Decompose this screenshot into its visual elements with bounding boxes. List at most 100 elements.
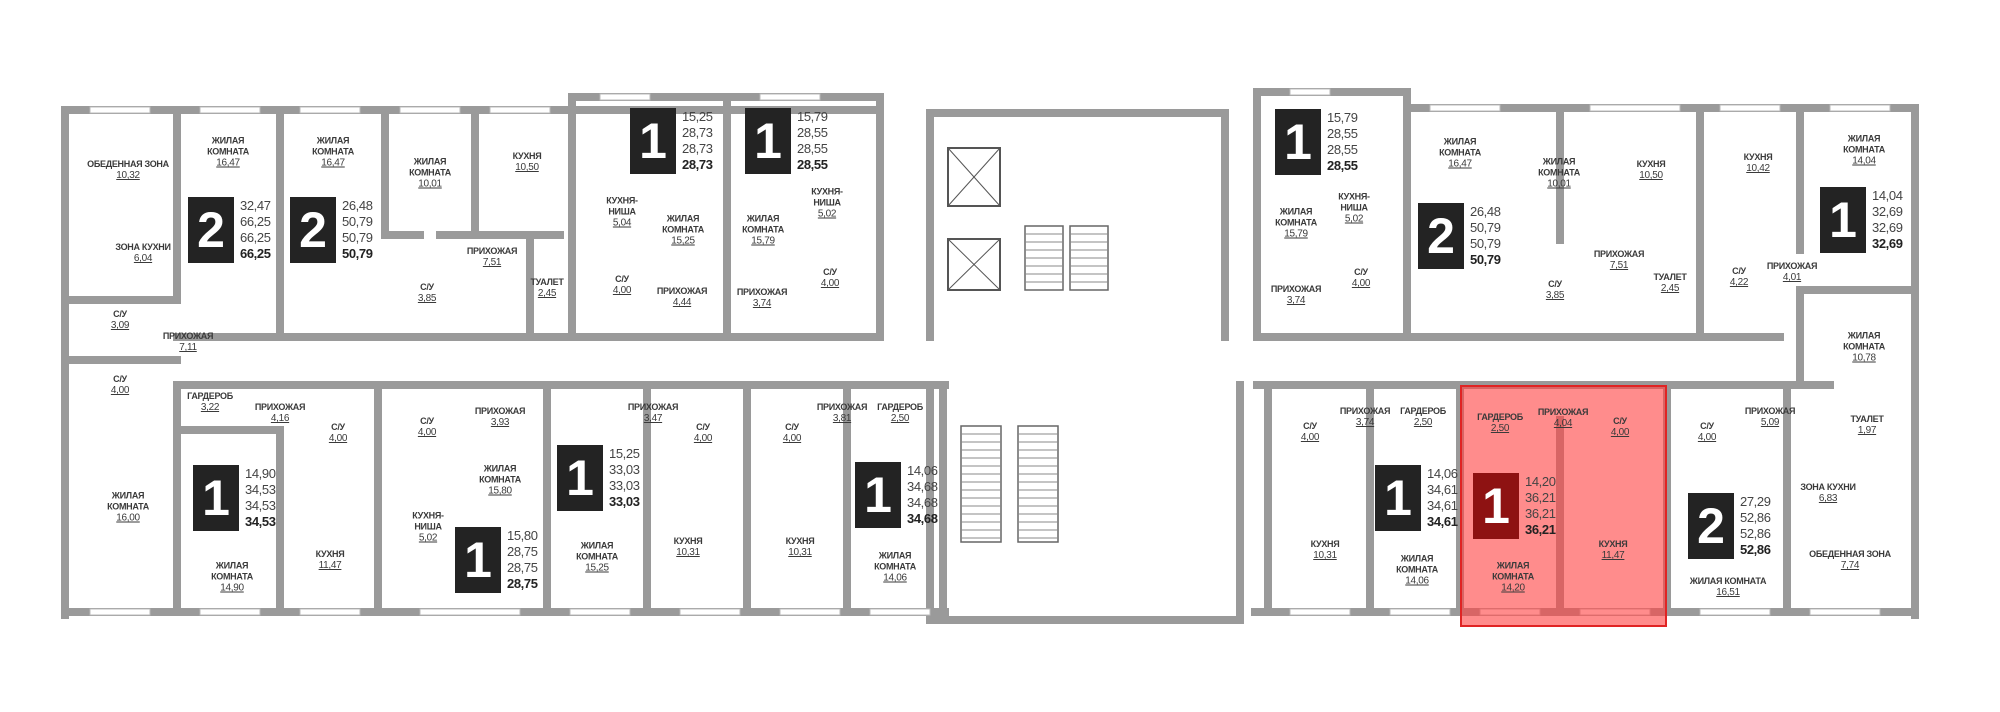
room-name: ПРИХОЖАЯ xyxy=(656,286,708,296)
area-value: 52,86 xyxy=(1740,510,1771,525)
room-area: 14,06 xyxy=(883,572,907,584)
elevator-icon xyxy=(947,238,1001,291)
room-name: ЖИЛАЯ КОМНАТА xyxy=(662,213,704,235)
room-area: 4,00 xyxy=(110,385,130,396)
room-area: 3,74 xyxy=(1355,417,1375,428)
room-name: ЖИЛАЯ КОМНАТА xyxy=(107,490,149,512)
room-count-badge[interactable]: 1 xyxy=(557,445,603,511)
area-value: 66,25 xyxy=(240,246,271,261)
room-count-badge[interactable]: 2 xyxy=(1418,203,1464,269)
area-value: 34,61 xyxy=(1427,514,1458,529)
room-area: 5,02 xyxy=(418,532,438,544)
window xyxy=(1389,608,1451,616)
room-count-badge[interactable]: 1 xyxy=(630,108,676,174)
room-area: 4,00 xyxy=(1610,427,1630,438)
room-area: 5,02 xyxy=(817,208,837,220)
area-value: 15,25 xyxy=(609,446,640,461)
room-name: ПРИХОЖАЯ xyxy=(1270,284,1322,294)
room-count-badge[interactable]: 1 xyxy=(193,465,239,531)
area-value: 28,73 xyxy=(682,157,713,172)
window xyxy=(1699,608,1771,616)
room-area: 16,47 xyxy=(216,157,240,169)
area-value: 32,47 xyxy=(240,198,271,213)
area-value: 34,61 xyxy=(1427,498,1458,513)
area-value: 34,53 xyxy=(245,498,276,513)
room-count-badge[interactable]: 1 xyxy=(1820,187,1866,253)
room-area: 10,31 xyxy=(676,547,700,558)
room-name: С/У xyxy=(113,309,127,319)
room-name: ЖИЛАЯ КОМНАТА xyxy=(211,560,253,582)
room-name: С/У xyxy=(696,422,710,432)
room-count-badge[interactable]: 1 xyxy=(855,462,901,528)
room-name: ЗОНА КУХНИ xyxy=(1800,482,1856,492)
window xyxy=(599,93,651,101)
room-area: 4,00 xyxy=(782,433,802,444)
room-area: 4,00 xyxy=(612,285,632,296)
room-count-badge[interactable]: 2 xyxy=(188,197,234,263)
room-area: 3,47 xyxy=(643,413,663,424)
room-count-badge[interactable]: 1 xyxy=(1375,465,1421,531)
stairs-icon xyxy=(1017,425,1059,543)
room-name: ПРИХОЖАЯ xyxy=(466,246,518,256)
window xyxy=(419,608,521,616)
room-area: 10,31 xyxy=(1313,550,1337,561)
room-name: ПРИХОЖАЯ xyxy=(1537,407,1589,417)
room-area: 3,22 xyxy=(200,402,220,413)
room-area: 2,50 xyxy=(890,413,910,424)
area-value: 50,79 xyxy=(342,214,373,229)
room-name: КУХНЯ xyxy=(673,536,703,546)
room-name: ПРИХОЖАЯ xyxy=(736,287,788,297)
room-area: 3,81 xyxy=(832,413,852,424)
room-area: 10,32 xyxy=(116,170,140,181)
room-name: ПРИХОЖАЯ xyxy=(1339,406,1391,416)
room-name: ЖИЛАЯ КОМНАТА xyxy=(409,156,451,178)
area-value: 28,73 xyxy=(682,141,713,156)
area-value: 28,55 xyxy=(1327,126,1358,141)
room-count-badge[interactable]: 2 xyxy=(1688,493,1734,559)
room-name: КУХНЯ xyxy=(1310,539,1340,549)
room-name: КУХНЯ-НИША xyxy=(606,195,638,217)
room-area: 16,51 xyxy=(1716,587,1740,598)
room-name: ПРИХОЖАЯ xyxy=(816,402,868,412)
room-count-badge[interactable]: 2 xyxy=(290,197,336,263)
room-count-badge[interactable]: 1 xyxy=(1275,109,1321,175)
room-area: 4,22 xyxy=(1729,277,1749,288)
room-name: ПРИХОЖАЯ xyxy=(162,331,214,341)
room-name: ЖИЛАЯ КОМНАТА xyxy=(576,540,618,562)
room-count-badge[interactable]: 1 xyxy=(745,108,791,174)
room-count-badge[interactable]: 1 xyxy=(1473,473,1519,539)
room-area: 2,45 xyxy=(1660,283,1680,294)
room-name: ЖИЛАЯ КОМНАТА xyxy=(1538,156,1580,178)
area-value: 34,61 xyxy=(1427,482,1458,497)
room-name: ЖИЛАЯ КОМНАТА xyxy=(1439,136,1481,158)
room-name: ГАРДЕРОБ xyxy=(1477,412,1523,422)
area-value: 36,21 xyxy=(1525,490,1556,505)
area-value: 28,75 xyxy=(507,576,538,591)
room-count-badge[interactable]: 1 xyxy=(455,527,501,593)
room-area: 15,25 xyxy=(585,562,609,574)
room-name: ЖИЛАЯ КОМНАТА xyxy=(207,135,249,157)
area-value: 28,75 xyxy=(507,560,538,575)
room-area: 5,09 xyxy=(1760,417,1780,428)
